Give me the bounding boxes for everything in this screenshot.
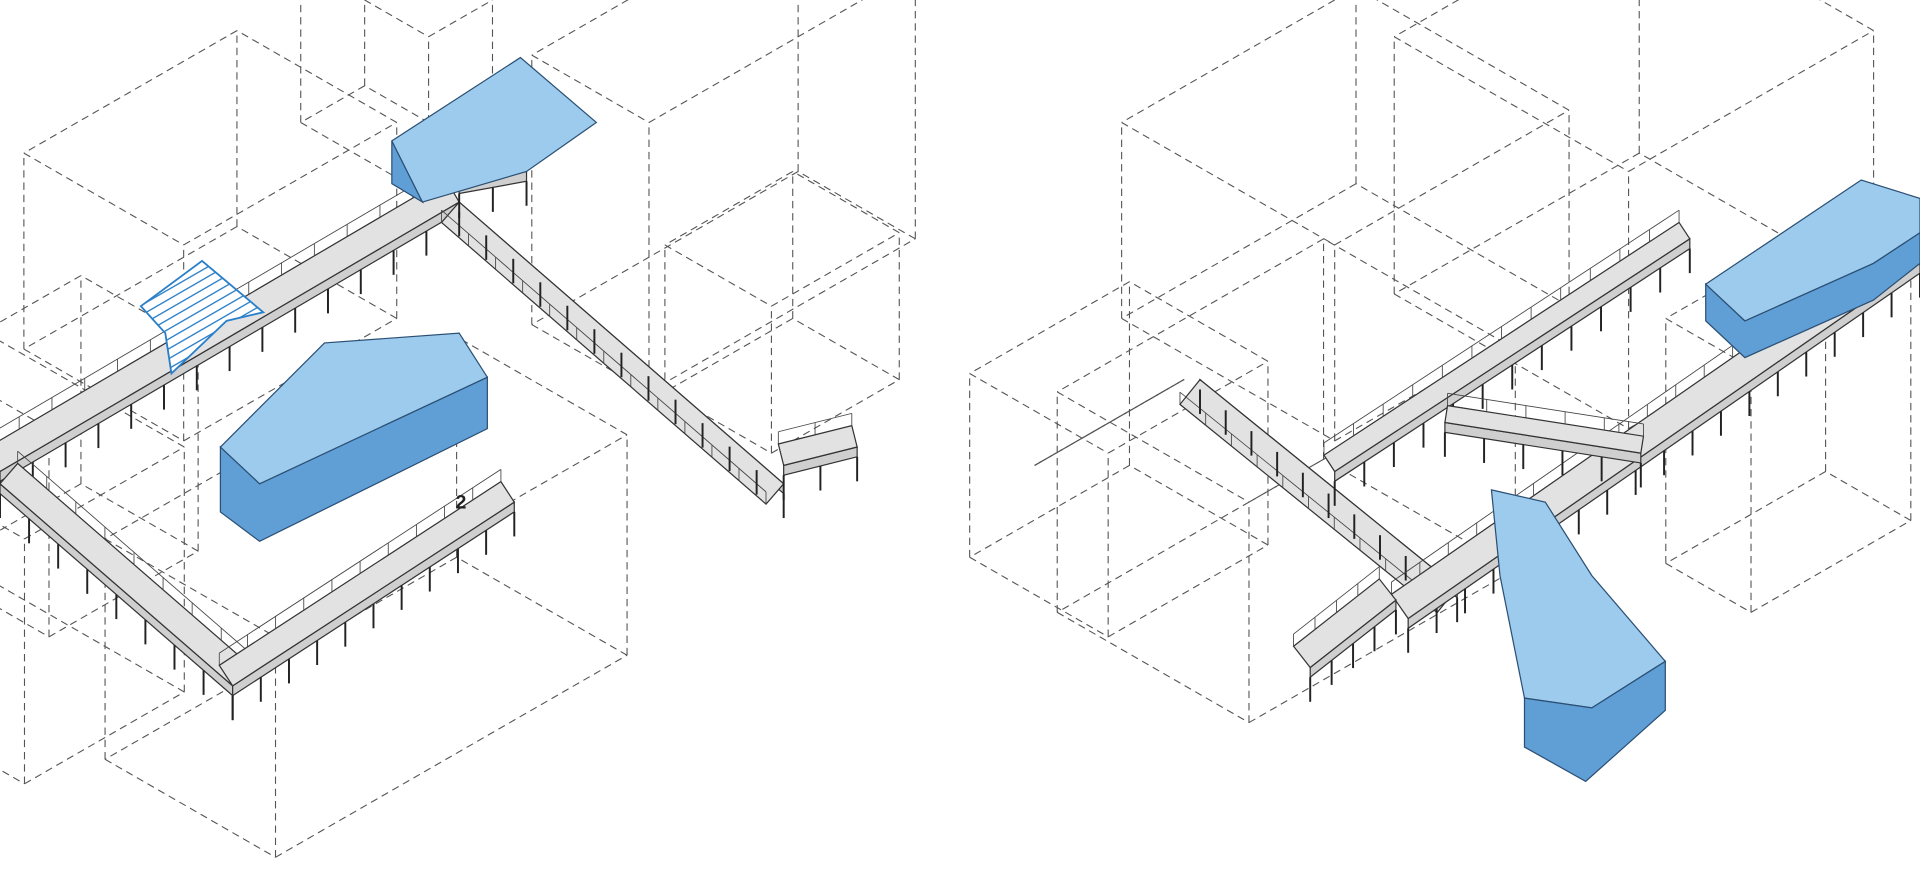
dashed-edge	[969, 464, 1130, 558]
dashed-edge	[104, 758, 276, 858]
dashed-edge	[23, 152, 184, 246]
dashed-edge	[1665, 471, 1826, 564]
dashed-edge	[0, 275, 82, 323]
stair-number-label: 2	[456, 491, 467, 513]
dashed-edge	[456, 556, 628, 656]
dashed-edge	[275, 654, 628, 858]
dashed-edge	[531, 54, 650, 123]
dashed-edge	[1393, 36, 1629, 172]
dashed-edge	[23, 30, 238, 154]
dashed-edge	[1393, 152, 1640, 295]
dashed-edge	[1121, 0, 1336, 123]
dashed-edge	[0, 399, 50, 430]
walkway-deck	[440, 201, 785, 505]
dashed-edge	[792, 170, 900, 234]
dashed-edge	[797, 170, 916, 240]
dashed-edge	[1323, 238, 1516, 350]
dashed-edge	[1121, 183, 1357, 319]
dashed-edge	[0, 340, 185, 448]
dashed-edge	[24, 691, 185, 785]
dashed-edge	[1056, 238, 1324, 393]
dashed-edge	[1248, 569, 1516, 724]
dashed-edge	[1665, 317, 1752, 368]
dashed-edge	[648, 0, 864, 123]
dashed-edge	[1825, 471, 1912, 521]
dashed-edge	[363, 0, 429, 38]
dashed-edge	[664, 244, 772, 307]
dashed-edge	[1355, 183, 1570, 307]
dashed-edge	[664, 391, 772, 454]
left-diagram-volumes: 2	[139, 56, 598, 543]
dashed-edge	[236, 30, 398, 123]
dashed-edge	[531, 0, 629, 56]
dashed-edge	[531, 170, 799, 326]
dashed-edge	[183, 121, 398, 246]
dashed-edge	[969, 281, 1130, 375]
dashed-edge	[23, 226, 238, 350]
dashed-edge	[104, 538, 276, 638]
dashed-edge	[1121, 121, 1335, 246]
blue-volume-center-top	[219, 332, 489, 485]
dashed-edge	[969, 556, 1109, 638]
dashed-edge	[80, 483, 199, 552]
dashed-edge	[1750, 520, 1912, 613]
dashed-edge	[771, 232, 900, 307]
blue-volume-right-top	[1704, 179, 1920, 322]
dashed-edge	[1393, 0, 1460, 38]
dashed-edge	[1129, 281, 1269, 362]
dashed-edge	[792, 317, 900, 381]
dashed-edge	[1107, 544, 1269, 638]
dashed-edge	[1056, 391, 1250, 503]
dashed-edge	[456, 336, 628, 436]
dashed-edge	[1628, 30, 1874, 172]
walkway-deck	[0, 462, 252, 687]
dashed-edge	[428, 0, 493, 38]
blue-volume-top	[391, 56, 598, 203]
dashed-edge	[1121, 317, 1335, 442]
dashed-edge	[648, 238, 916, 393]
dashed-edge	[0, 585, 185, 693]
dashed-edge	[1034, 379, 1185, 466]
dashed-edge	[0, 608, 50, 638]
dashed-edge	[1819, 0, 1874, 32]
railing	[1447, 392, 1644, 425]
dashed-edge	[664, 170, 794, 246]
blue-volume-lower-side	[1523, 660, 1666, 783]
dashed-edge	[1334, 109, 1570, 246]
hatched-area	[139, 259, 266, 376]
dashed-edge	[969, 373, 1109, 454]
dashed-edge	[300, 85, 365, 123]
dashed-edge	[664, 317, 794, 393]
walkway-side	[0, 482, 234, 697]
dashed-edge	[1638, 152, 1874, 289]
dashed-edge	[1376, 0, 1570, 111]
dashed-edge	[80, 275, 199, 344]
walkway-deck	[1292, 578, 1397, 669]
dashed-edge	[1665, 562, 1752, 613]
dashed-edge	[1056, 611, 1250, 724]
right-diagram-volumes	[1490, 179, 1920, 783]
dashed-edge	[0, 769, 25, 785]
dashed-edge	[1129, 464, 1269, 546]
